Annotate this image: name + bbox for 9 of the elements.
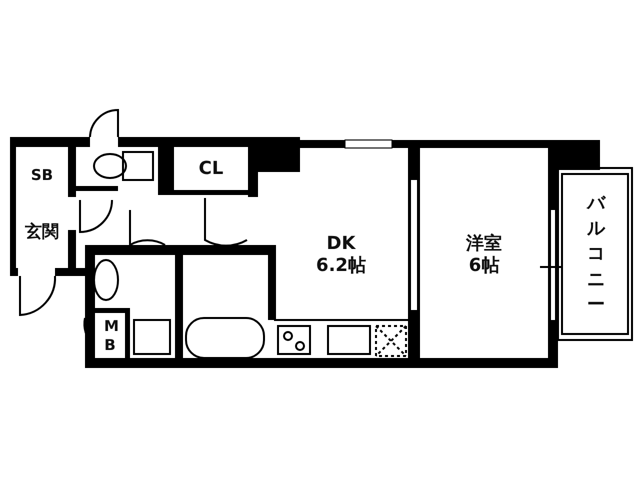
room-label: 玄関	[25, 222, 59, 244]
room-label: DK	[326, 232, 356, 255]
room-label: SB	[30, 166, 54, 184]
room-label: MB	[104, 316, 116, 354]
room-label: CL	[198, 158, 224, 180]
room-label: バルコニー	[586, 192, 606, 317]
room-label: 6帖	[468, 255, 500, 278]
room-label: 6.2帖	[316, 255, 366, 278]
room-label: 洋室	[466, 232, 502, 255]
